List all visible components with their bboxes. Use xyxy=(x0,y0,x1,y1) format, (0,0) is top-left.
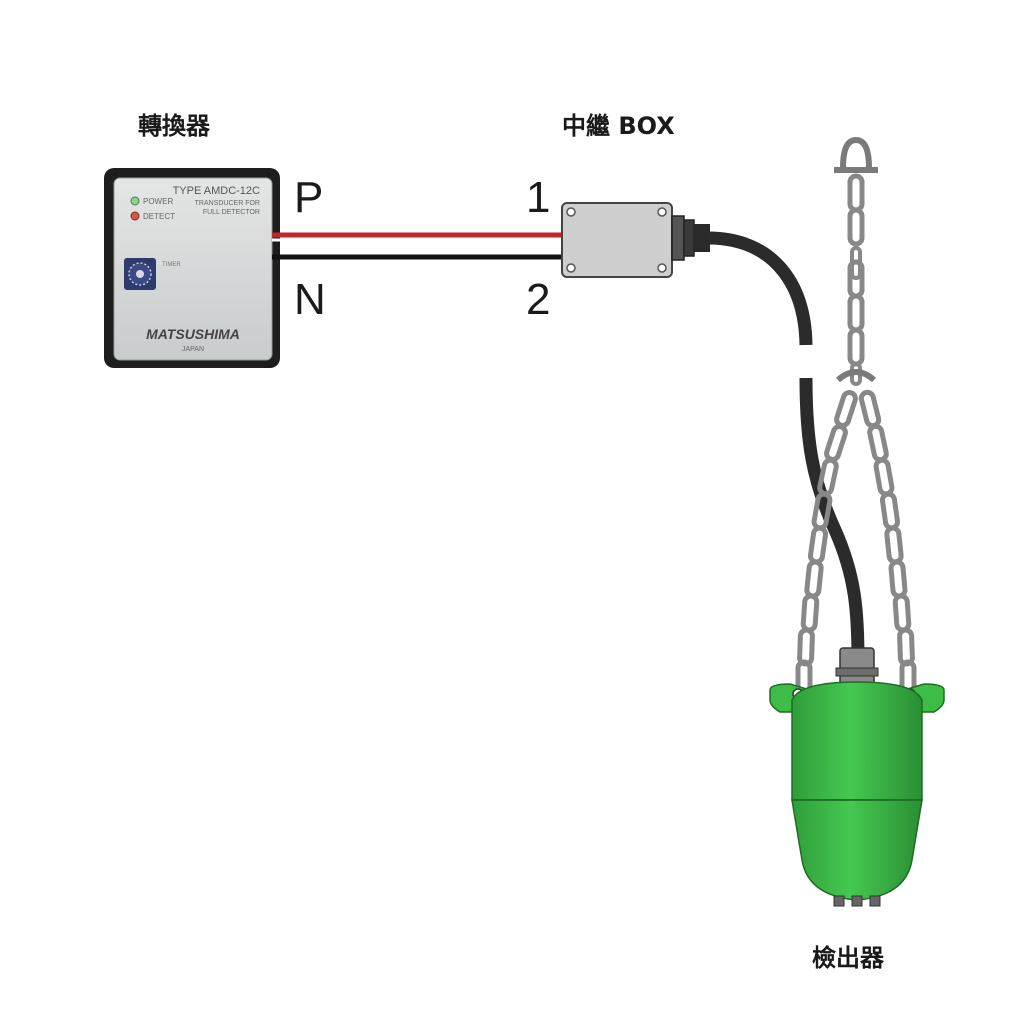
detector-label: 檢出器 xyxy=(812,944,884,972)
detector-cable xyxy=(707,231,865,661)
detect-led-icon xyxy=(130,211,140,221)
converter-subtitle-2: FULL DETECTOR xyxy=(203,209,260,216)
converter-label: 轉換器 xyxy=(138,112,210,140)
detector-unit xyxy=(769,647,945,907)
relay-box-label: 中繼 BOX xyxy=(562,112,675,140)
wires xyxy=(272,232,563,260)
power-led-icon xyxy=(130,196,140,206)
terminal-n-label: N xyxy=(294,275,326,324)
converter-type-text: TYPE AMDC-12C xyxy=(173,185,260,197)
timer-dial-icon xyxy=(124,258,156,290)
relay-box xyxy=(561,202,710,278)
terminal-1-label: 1 xyxy=(526,173,551,222)
detect-label: DETECT xyxy=(143,212,175,221)
converter-unit: TYPE AMDC-12C TRANSDUCER FOR FULL DETECT… xyxy=(104,168,280,368)
terminal-2-label: 2 xyxy=(526,275,551,324)
power-label: POWER xyxy=(143,197,173,206)
chain xyxy=(795,136,917,695)
converter-country: JAPAN xyxy=(182,346,204,353)
converter-brand: MATSUSHIMA xyxy=(146,326,240,342)
terminal-p-label: P xyxy=(294,173,324,222)
converter-subtitle-1: TRANSDUCER FOR xyxy=(195,200,260,207)
timer-label: TIMER xyxy=(162,262,181,268)
